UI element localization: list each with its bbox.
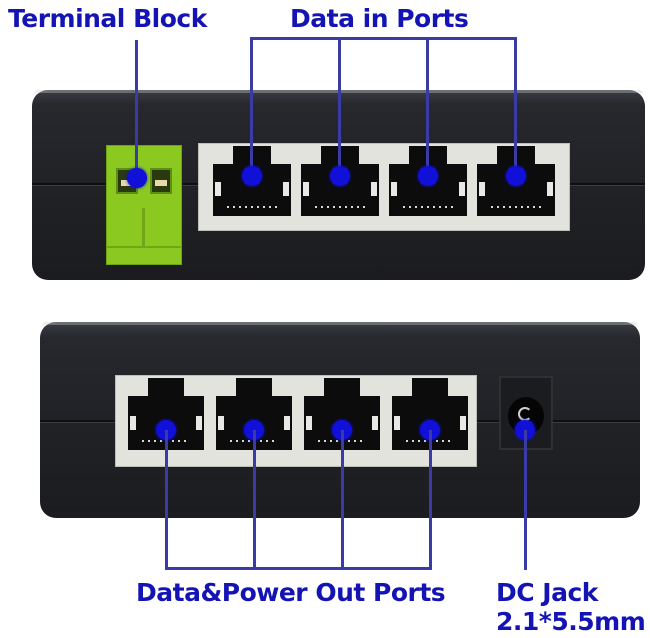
out-leader-1 bbox=[165, 430, 168, 570]
port-notch bbox=[412, 378, 448, 396]
port-latch-left bbox=[215, 182, 221, 196]
port-latch-right bbox=[459, 182, 465, 196]
port-latch-left bbox=[130, 416, 136, 430]
out-leader-2 bbox=[253, 430, 256, 570]
port-latch-left bbox=[303, 182, 309, 196]
dc-jack-size-label: 2.1*5.5mm bbox=[496, 607, 646, 636]
data-in-port-4-marker-dot bbox=[506, 166, 526, 186]
data-in-leader-1-over bbox=[250, 88, 253, 178]
terminal-block-marker-dot bbox=[127, 168, 147, 188]
terminal-slot-2 bbox=[150, 168, 172, 194]
terminal-block-leader-line-over bbox=[135, 88, 138, 178]
port-notch bbox=[236, 378, 272, 396]
port-pins bbox=[227, 206, 277, 208]
port-notch bbox=[148, 378, 184, 396]
dc-jack-leader-line bbox=[524, 430, 527, 570]
dc-jack-pin bbox=[518, 407, 532, 421]
data-in-ports-label: Data in Ports bbox=[290, 4, 469, 33]
data-in-leader-2-over bbox=[338, 88, 341, 178]
port-latch-left bbox=[394, 416, 400, 430]
port-latch-left bbox=[306, 416, 312, 430]
port-latch-left bbox=[218, 416, 224, 430]
port-latch-right bbox=[196, 416, 202, 430]
terminal-contact-1 bbox=[121, 180, 133, 186]
port-latch-right bbox=[283, 182, 289, 196]
terminal-contact-2 bbox=[155, 180, 167, 186]
data-power-out-ports-label: Data&Power Out Ports bbox=[136, 578, 446, 607]
port-pins bbox=[403, 206, 453, 208]
data-in-bracket bbox=[250, 37, 517, 40]
port-pins bbox=[491, 206, 541, 208]
port-latch-right bbox=[372, 416, 378, 430]
port-latch-right bbox=[547, 182, 553, 196]
out-leader-4 bbox=[429, 430, 432, 570]
terminal-ridge bbox=[107, 246, 181, 248]
port-latch-left bbox=[479, 182, 485, 196]
port-pins bbox=[315, 206, 365, 208]
port-latch-right bbox=[371, 182, 377, 196]
data-in-leader-4-over bbox=[514, 88, 517, 178]
data-in-leader-3-over bbox=[426, 88, 429, 178]
rj45-input-port-3[interactable] bbox=[389, 146, 467, 216]
port-latch-right bbox=[284, 416, 290, 430]
data-in-port-1-marker-dot bbox=[242, 166, 262, 186]
port-latch-left bbox=[391, 182, 397, 196]
dc-jack-label: DC Jack bbox=[496, 578, 598, 607]
port-latch-right bbox=[460, 416, 466, 430]
terminal-block bbox=[106, 145, 182, 265]
data-in-port-3-marker-dot bbox=[418, 166, 438, 186]
out-ports-bracket bbox=[165, 567, 432, 570]
out-leader-3 bbox=[341, 430, 344, 570]
data-in-port-2-marker-dot bbox=[330, 166, 350, 186]
port-notch bbox=[324, 378, 360, 396]
terminal-block-label: Terminal Block bbox=[8, 4, 207, 33]
terminal-divider bbox=[142, 208, 145, 248]
